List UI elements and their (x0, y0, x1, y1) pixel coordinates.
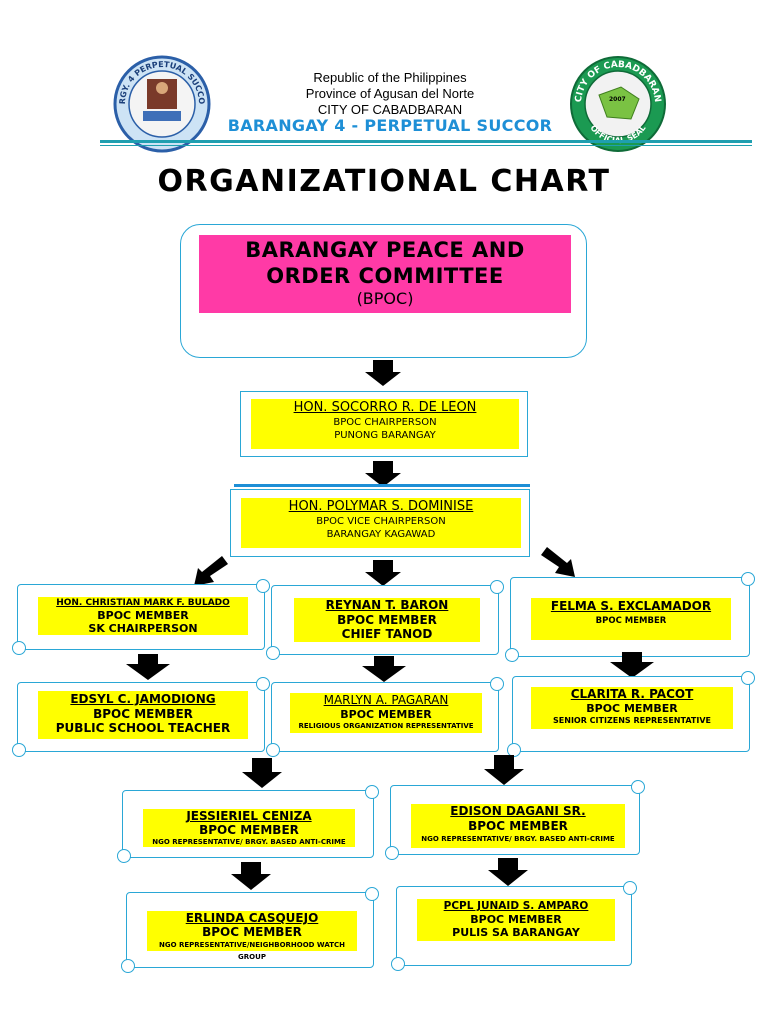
header-city: CITY OF CABADBARAN (317, 102, 463, 117)
member-sub: CHIEF TANOD (341, 627, 433, 641)
member-card-dagani: EDISON DAGANI SR. BPOC MEMBER NGO REPRES… (385, 780, 645, 860)
arrow-diagonal-left-icon (194, 556, 228, 586)
member-label: EDISON DAGANI SR. BPOC MEMBER NGO REPRES… (411, 804, 625, 848)
member-role: BPOC MEMBER (586, 702, 678, 715)
member-label: HON. CHRISTIAN MARK F. BULADO BPOC MEMBE… (38, 597, 248, 635)
page-title: ORGANIZATIONAL CHART (157, 164, 611, 199)
member-label: JESSIERIEL CENIZA BPOC MEMBER NGO REPRES… (143, 809, 355, 847)
member-card-exclamador: FELMA S. EXCLAMADOR BPOC MEMBER (505, 572, 755, 662)
chair-label: HON. SOCORRO R. DE LEON BPOC CHAIRPERSON… (251, 399, 519, 449)
member-role: BPOC MEMBER (97, 609, 189, 622)
arrow-down-icon (365, 560, 401, 586)
header-rule-thin (100, 145, 752, 146)
committee-box: BARANGAY PEACE AND ORDER COMMITTEE (BPOC… (180, 224, 587, 358)
vice-box: HON. POLYMAR S. DOMINISE BPOC VICE CHAIR… (230, 489, 530, 557)
header-republic: Republic of the Philippines (313, 70, 467, 85)
header-rule (100, 140, 752, 143)
arrow-down-icon (610, 652, 654, 678)
member-label: CLARITA R. PACOT BPOC MEMBER SENIOR CITI… (531, 687, 733, 729)
member-label: MARLYN A. PAGARAN BPOC MEMBER RELIGIOUS … (290, 693, 482, 733)
member-name: MARLYN A. PAGARAN (323, 693, 449, 707)
member-sub: NGO REPRESENTATIVE/NEIGHBORHOOD WATCH GR… (159, 941, 345, 961)
arrow-down-icon (126, 654, 170, 680)
committee-title-line2: ORDER COMMITTEE (266, 264, 504, 288)
member-label: PCPL JUNAID S. AMPARO BPOC MEMBER PULIS … (417, 899, 615, 941)
member-name: FELMA S. EXCLAMADOR (550, 599, 712, 613)
member-sub: SENIOR CITIZENS REPRESENTATIVE (553, 716, 711, 725)
member-card-ceniza: JESSIERIEL CENIZA BPOC MEMBER NGO REPRES… (117, 785, 379, 863)
committee-title-line1: BARANGAY PEACE AND (245, 238, 525, 262)
member-card-bulado: HON. CHRISTIAN MARK F. BULADO BPOC MEMBE… (12, 579, 270, 655)
member-name: ERLINDA CASQUEJO (185, 911, 319, 925)
member-card-casquejo: ERLINDA CASQUEJO BPOC MEMBER NGO REPRESE… (121, 887, 379, 973)
member-role: BPOC MEMBER (468, 819, 568, 833)
member-name: CLARITA R. PACOT (570, 687, 694, 701)
header-barangay: BARANGAY 4 - PERPETUAL SUCCOR (227, 116, 553, 135)
chair-name: HON. SOCORRO R. DE LEON (293, 400, 477, 415)
arrow-down-icon (365, 461, 401, 487)
member-card-jamodiong: EDSYL C. JAMODIONG BPOC MEMBER PUBLIC SC… (12, 677, 270, 757)
member-name: EDISON DAGANI SR. (450, 804, 586, 818)
chair-box: HON. SOCORRO R. DE LEON BPOC CHAIRPERSON… (240, 391, 528, 457)
member-role: BPOC MEMBER (202, 925, 302, 939)
member-sub: NGO REPRESENTATIVE/ BRGY. BASED ANTI-CRI… (421, 835, 615, 843)
member-role: BPOC MEMBER (337, 613, 437, 627)
arrow-down-icon (231, 862, 271, 890)
member-label: REYNAN T. BARON BPOC MEMBER CHIEF TANOD (294, 598, 480, 642)
arrow-diagonal-right-icon (541, 547, 575, 577)
member-card-baron: REYNAN T. BARON BPOC MEMBER CHIEF TANOD (266, 580, 504, 660)
member-sub: NGO REPRESENTATIVE/ BRGY. BASED ANTI-CRI… (152, 838, 346, 846)
vice-top-rule (234, 484, 530, 487)
member-role: BPOC MEMBER (199, 823, 299, 837)
right-seal-year: 2007 (609, 96, 626, 103)
chair-role: BPOC CHAIRPERSON (333, 417, 437, 428)
member-sub: PULIS SA BARANGAY (452, 926, 580, 939)
member-role: BPOC MEMBER (470, 913, 562, 926)
member-sub: RELIGIOUS ORGANIZATION REPRESENTATIVE (298, 722, 474, 730)
member-label: ERLINDA CASQUEJO BPOC MEMBER NGO REPRESE… (147, 911, 357, 961)
member-card-pacot: CLARITA R. PACOT BPOC MEMBER SENIOR CITI… (507, 671, 755, 757)
member-card-amparo: PCPL JUNAID S. AMPARO BPOC MEMBER PULIS … (391, 881, 637, 971)
member-sub: SK CHAIRPERSON (88, 622, 198, 635)
arrow-down-icon (484, 755, 524, 785)
chair-sub: PUNONG BARANGAY (334, 430, 436, 441)
right-seal: CITY OF CABADBARAN OFFICIAL SEAL 2007 (569, 55, 667, 153)
member-role: BPOC MEMBER (595, 616, 667, 626)
member-card-pagaran: MARLYN A. PAGARAN BPOC MEMBER RELIGIOUS … (266, 677, 504, 757)
arrow-down-icon (242, 758, 282, 788)
member-name: JESSIERIEL CENIZA (186, 809, 312, 823)
left-seal: BRGY. 4 PERPETUAL SUCCOR (110, 48, 211, 153)
arrow-down-icon (365, 360, 401, 386)
arrow-down-icon (362, 656, 406, 682)
committee-abbr: (BPOC) (356, 289, 414, 308)
member-label: EDSYL C. JAMODIONG BPOC MEMBER PUBLIC SC… (38, 691, 248, 739)
member-name: EDSYL C. JAMODIONG (70, 692, 216, 706)
vice-name: HON. POLYMAR S. DOMINISE (288, 499, 474, 514)
vice-label: HON. POLYMAR S. DOMINISE BPOC VICE CHAIR… (241, 498, 521, 548)
member-label: FELMA S. EXCLAMADOR BPOC MEMBER (531, 598, 731, 640)
committee-banner: BARANGAY PEACE AND ORDER COMMITTEE (BPOC… (199, 235, 571, 313)
member-name: REYNAN T. BARON (325, 598, 449, 612)
vice-sub: BARANGAY KAGAWAD (326, 529, 436, 540)
member-role: BPOC MEMBER (340, 708, 432, 721)
arrow-down-icon (488, 858, 528, 886)
member-name: HON. CHRISTIAN MARK F. BULADO (56, 598, 230, 608)
member-sub: PUBLIC SCHOOL TEACHER (55, 721, 231, 735)
vice-role: BPOC VICE CHAIRPERSON (316, 516, 446, 527)
header-province: Province of Agusan del Norte (305, 86, 475, 101)
member-role: BPOC MEMBER (93, 707, 193, 721)
member-name: PCPL JUNAID S. AMPARO (443, 900, 589, 912)
